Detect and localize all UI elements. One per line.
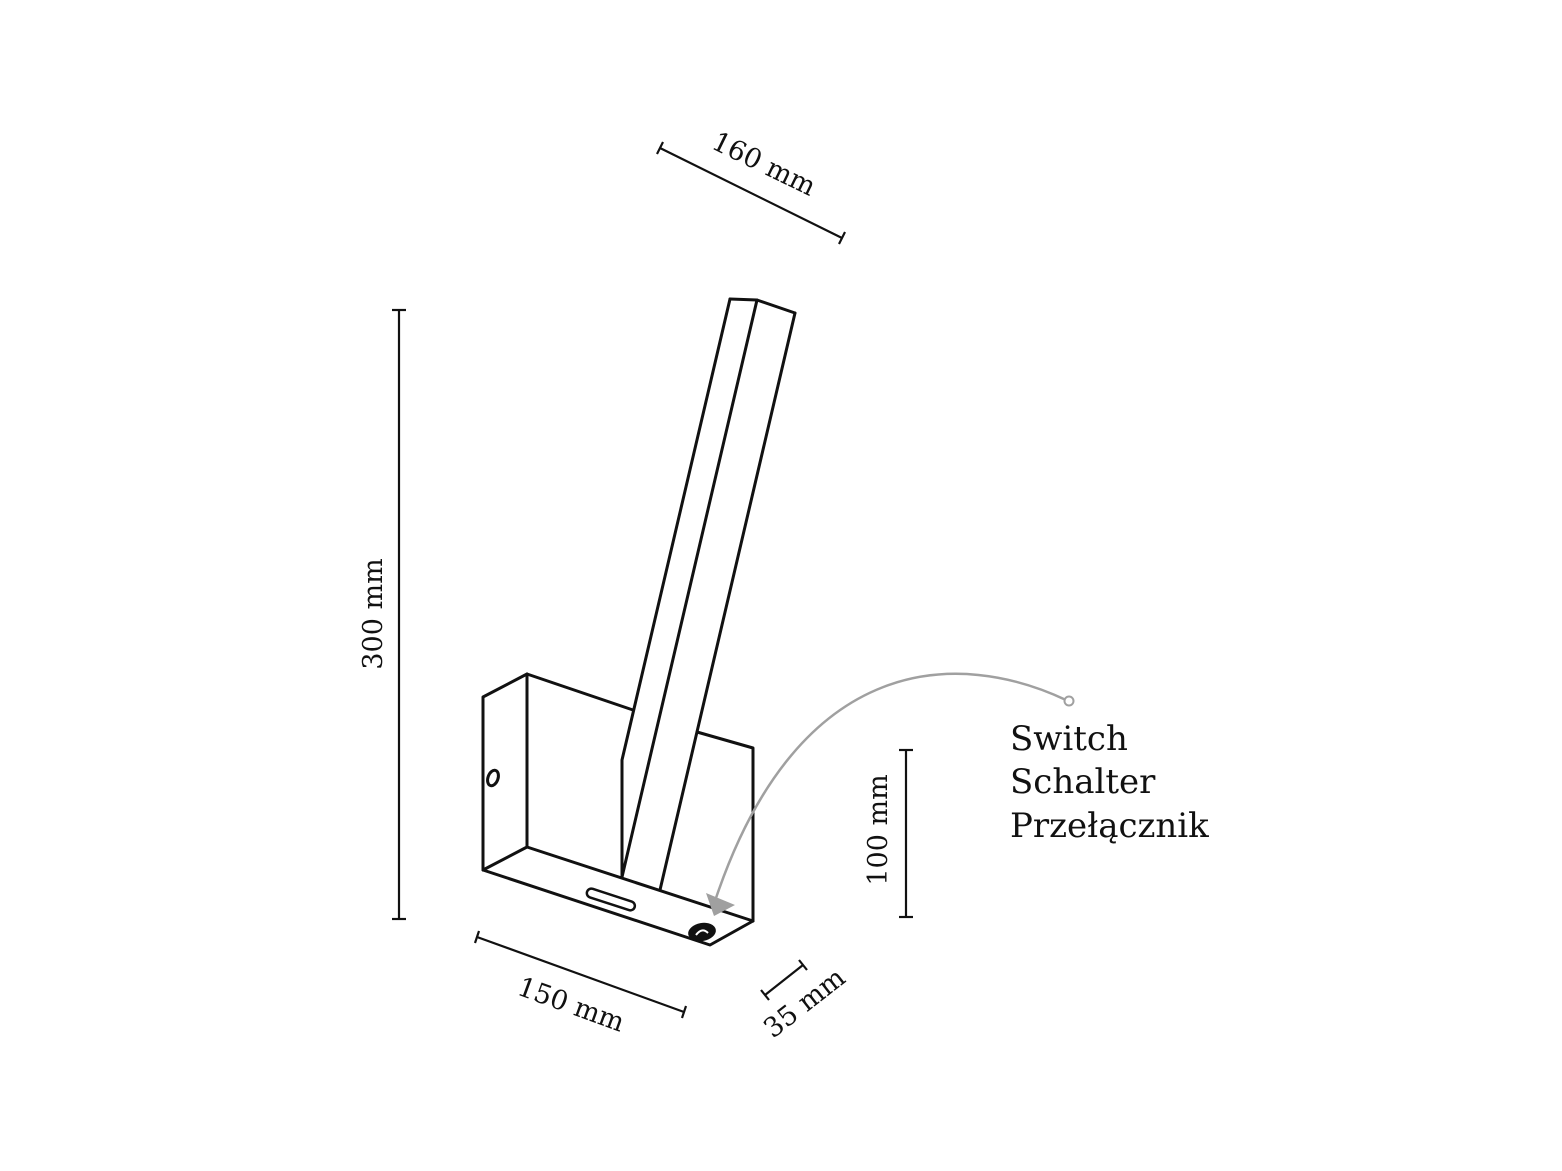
wall-lamp-drawing (481, 297, 797, 947)
arm-right-edge (658, 311, 797, 892)
base-width-label: 150 mm (513, 971, 628, 1038)
dimension-total-height: 300 mm (358, 308, 406, 921)
dimension-base-height: 100 mm (863, 748, 913, 919)
legend-english: Switch (1010, 719, 1128, 759)
arm-top (728, 297, 797, 315)
base-left-face (481, 672, 529, 872)
arm-left-edge (620, 297, 732, 879)
total-height-label: 300 mm (358, 558, 389, 669)
switch-pointer-arrow (706, 672, 1075, 916)
base-top-edge-left (525, 672, 635, 712)
base-depth-label: 35 mm (758, 962, 851, 1044)
base-height-label: 100 mm (863, 774, 894, 885)
arm-length-label: 160 mm (707, 126, 821, 203)
switch-icon (688, 922, 716, 942)
light-slot (585, 887, 637, 912)
arm-middle-edge (620, 298, 759, 879)
dimension-base-width: 150 mm (473, 930, 688, 1039)
dimension-base-depth: 35 mm (758, 959, 851, 1045)
legend-german: Schalter (1010, 762, 1156, 802)
legend-polish: Przełącznik (1010, 806, 1209, 846)
screw-hole-icon (486, 768, 500, 788)
switch-legend: Switch Schalter Przełącznik (1010, 719, 1209, 846)
dimension-arm-length: 160 mm (656, 126, 846, 245)
base-front-bottom (481, 868, 755, 947)
base-right-edge (695, 730, 755, 923)
